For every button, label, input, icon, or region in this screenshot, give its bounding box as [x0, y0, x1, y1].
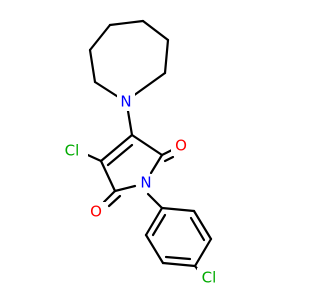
- azepane-bond-3: [88, 23, 112, 52]
- phenyl-inner-bond-1: [189, 216, 206, 242]
- cl-aryl-label: Cl: [202, 269, 217, 287]
- phenyl-inner-bond-2: [164, 255, 192, 261]
- phenyl-bond-2: [192, 209, 213, 241]
- phenyl-bond-5: [144, 233, 165, 265]
- azepane-bond-7: [131, 71, 167, 98]
- azepane-bond-6: [163, 38, 170, 75]
- azepane-bond-5: [141, 19, 170, 42]
- c5-o-bond-b: [163, 155, 175, 163]
- phenyl-bond-6: [144, 206, 164, 237]
- n-c4-bond: [126, 109, 134, 137]
- o-bottom-label: O: [90, 203, 102, 221]
- phenyl-bond-3: [193, 237, 213, 268]
- c3-c4-double-bond: [106, 143, 134, 167]
- n-c2-bond: [113, 184, 137, 193]
- c3-c4-bond: [99, 133, 134, 163]
- chemical-structure: N N O O Cl Cl: [60, 19, 225, 288]
- c4-c5-bond: [130, 133, 164, 157]
- c5-n-bond: [149, 153, 164, 175]
- n-imide-label: N: [140, 174, 151, 192]
- azepane-ring: [88, 19, 170, 102]
- azepane-bond-2: [88, 48, 97, 84]
- c2-o-bond-a: [102, 189, 117, 204]
- c2-c3-bond: [99, 159, 117, 193]
- n-azepane-label: N: [120, 93, 131, 111]
- azepane-bond-4: [108, 19, 145, 27]
- phenyl-inner-bond-3: [151, 213, 167, 237]
- o-top-label: O: [175, 137, 187, 155]
- atom-labels: N N O O Cl Cl: [60, 93, 225, 288]
- cl-ring-label: Cl: [65, 142, 80, 160]
- maleimide-ring: [99, 133, 164, 193]
- c2-o-bond-b: [107, 194, 122, 208]
- n-phenyl-bond: [146, 192, 164, 210]
- c5-o-bond-a: [160, 148, 174, 157]
- phenyl-ring: [144, 206, 213, 268]
- phenyl-bond-1: [160, 206, 196, 213]
- structure-canvas: N N O O Cl Cl: [60, 19, 225, 288]
- phenyl-bond-4: [161, 261, 197, 268]
